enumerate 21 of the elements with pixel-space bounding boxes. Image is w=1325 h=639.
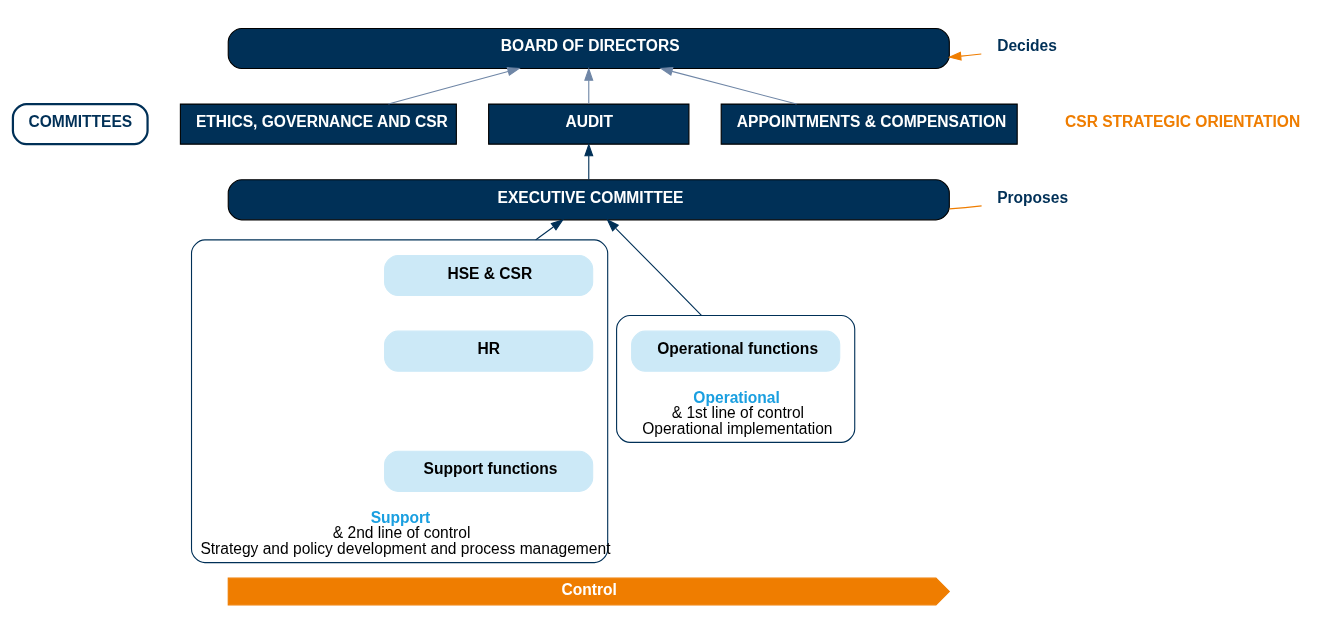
- node-box: BOARD OF DIRECTORS: [227, 27, 950, 69]
- node-box: EXECUTIVE COMMITTEE: [227, 178, 950, 220]
- node-text: Proposes: [997, 188, 1069, 206]
- arrow: [387, 66, 521, 105]
- node-box: Support functions: [384, 450, 594, 492]
- node-box: HR: [384, 330, 594, 372]
- arrow: [947, 50, 982, 61]
- node-box: APPOINTMENTS & COMPENSATION: [720, 103, 1018, 145]
- arrow: [659, 66, 798, 105]
- node-box: AUDIT: [488, 103, 690, 145]
- arrow: [584, 142, 594, 180]
- node-text: Decides: [997, 36, 1057, 54]
- arrow: [606, 218, 703, 316]
- label: CSR STRATEGIC ORIENTATION: [1065, 112, 1301, 130]
- node-box: Operational functions: [631, 330, 841, 372]
- arrow: [535, 218, 564, 240]
- node-box: ETHICS, GOVERNANCE AND CSR: [179, 103, 457, 145]
- arrow: [584, 66, 594, 104]
- connector: [948, 204, 983, 209]
- node-box: COMMITTEES: [11, 102, 149, 145]
- node-box: HSE & CSR: [384, 254, 594, 296]
